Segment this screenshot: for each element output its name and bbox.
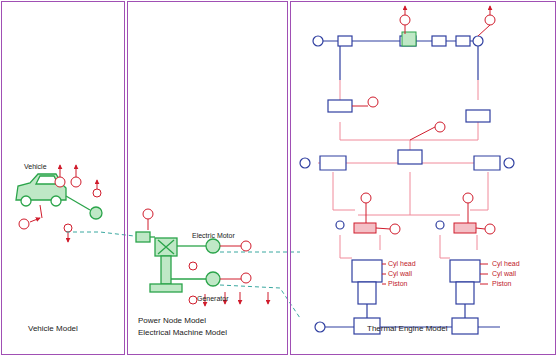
model-panel: Thermal Engine Model [290, 1, 556, 355]
model-panel: Vehicle Model [1, 1, 125, 355]
component-label: Electric Motor [192, 232, 235, 240]
port-label: Cyl wall [387, 270, 413, 278]
component-label: Generator [197, 295, 229, 303]
panel-title: Thermal Engine Model [367, 324, 447, 334]
panel-title: Electrical Machine Model [138, 328, 227, 338]
panel-title: Vehicle Model [28, 324, 78, 334]
port-label: Piston [491, 280, 512, 288]
port-label: Piston [387, 280, 408, 288]
port-label: Cyl wall [491, 270, 517, 278]
component-label: Vehicle [24, 163, 47, 171]
port-label: Cyl head [387, 260, 417, 268]
panel-title: Power Node Model [138, 316, 206, 326]
port-label: Cyl head [491, 260, 521, 268]
